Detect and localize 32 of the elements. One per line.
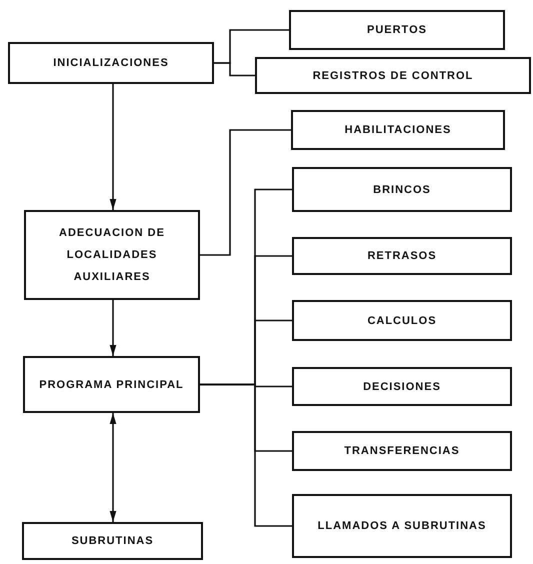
- connector-line: [214, 62, 255, 76]
- box-label: BRINCOS: [373, 182, 431, 198]
- process-box: [292, 237, 512, 275]
- box-label: TRANSFERENCIAS: [344, 444, 460, 459]
- arrow: [110, 84, 116, 210]
- process-box: [24, 210, 200, 300]
- process-box: [292, 494, 512, 558]
- box-label: HABILITACIONES: [344, 123, 452, 138]
- connector-line: [200, 129, 291, 256]
- box-label: DECISIONES: [363, 380, 441, 394]
- process-box: [292, 300, 512, 341]
- process-box: [23, 356, 200, 413]
- box-label: REGISTROS DE CONTROL: [312, 68, 474, 84]
- box-label: SUBRUTINAS: [71, 534, 154, 549]
- process-box: [291, 110, 505, 150]
- box-label: INICIALIZACIONES: [53, 56, 169, 71]
- box-label: PROGRAMA PRINCIPAL: [39, 378, 184, 392]
- process-box: [22, 522, 203, 560]
- connector-line: [200, 384, 292, 527]
- arrow: [110, 413, 116, 522]
- box-label: CALCULOS: [367, 314, 437, 328]
- arrow: [110, 300, 116, 356]
- process-box: [8, 42, 214, 84]
- box-label: PUERTOS: [367, 23, 427, 38]
- process-box: [292, 367, 512, 406]
- box-label: ADECUACION DE LOCALIDADES AUXILIARES: [58, 226, 166, 285]
- process-box: [292, 167, 512, 212]
- box-label: RETRASOS: [367, 249, 437, 264]
- process-box: [289, 10, 505, 50]
- process-box: [255, 57, 531, 94]
- process-box: [292, 431, 512, 471]
- box-label: LLAMADOS A SUBRUTINAS: [318, 519, 486, 534]
